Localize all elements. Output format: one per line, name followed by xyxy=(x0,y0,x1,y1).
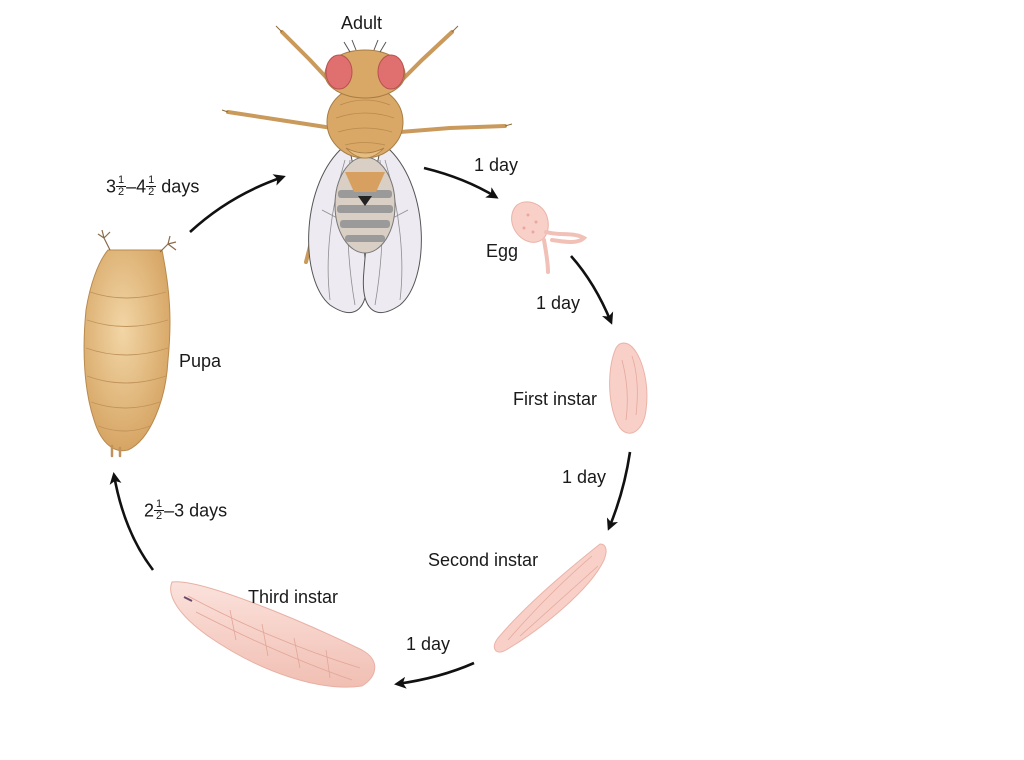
arrow-adult-to-egg xyxy=(423,166,499,199)
second-instar-illustration xyxy=(493,543,607,653)
duration-second-to-third-instar: 1 day xyxy=(406,634,451,654)
arrow-third-instar-to-pupa xyxy=(109,472,155,571)
duration-adult-to-egg: 1 day xyxy=(474,155,519,175)
arrow-egg-to-first-instar xyxy=(570,255,614,325)
arrows xyxy=(109,166,632,689)
duration-first-to-second-instar: 1 day xyxy=(562,467,607,487)
pupa-label: Pupa xyxy=(179,351,222,371)
third-instar-illustration xyxy=(170,581,376,688)
duration-egg-to-first-instar: 1 day xyxy=(536,293,581,313)
first-instar-label: First instar xyxy=(513,389,598,409)
egg-illustration xyxy=(511,201,588,274)
third-instar-label: Third instar xyxy=(248,587,339,607)
arrow-first-to-second-instar xyxy=(606,451,632,531)
egg-label: Egg xyxy=(486,241,519,261)
second-instar-label: Second instar xyxy=(428,550,539,570)
adult-fly-illustration xyxy=(221,25,513,313)
adult-label: Adult xyxy=(341,13,383,33)
first-instar-illustration xyxy=(609,342,648,434)
arrow-pupa-to-adult xyxy=(189,174,286,233)
pupa-illustration xyxy=(83,229,177,458)
arrow-second-to-third-instar xyxy=(394,661,475,689)
